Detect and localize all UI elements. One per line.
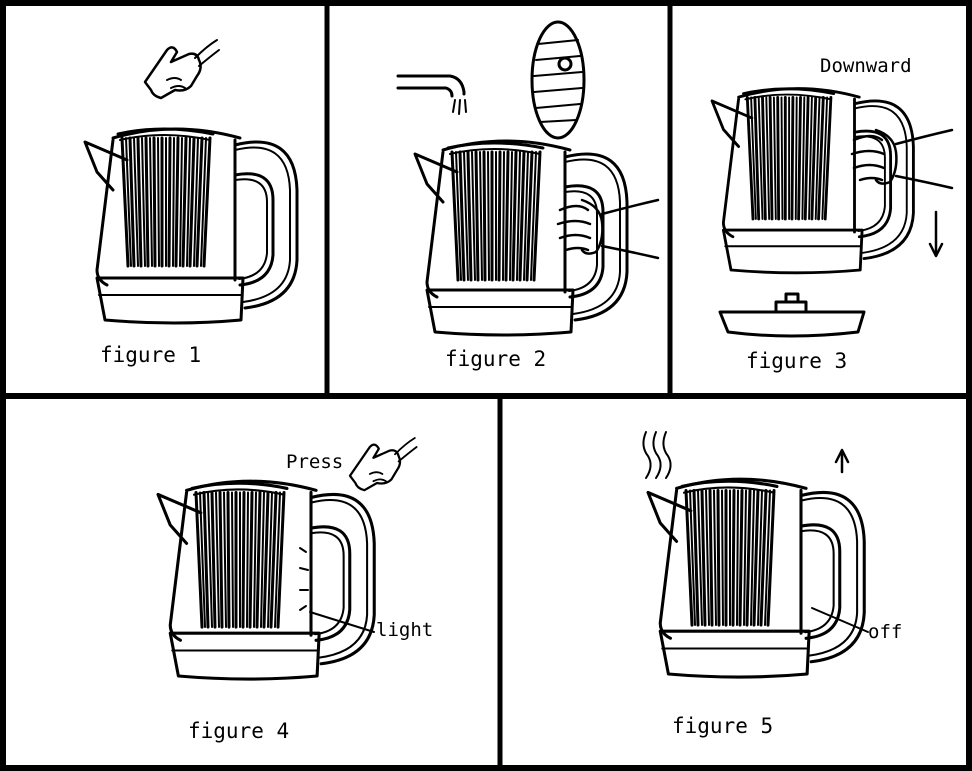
- light-label: light: [376, 619, 433, 641]
- water-window: [448, 143, 543, 280]
- panel-figure-2: figure 2: [398, 22, 658, 371]
- open-lid: [532, 22, 584, 138]
- water-window: [682, 481, 777, 625]
- panel-figure-5: off figure 5: [643, 432, 902, 738]
- water-window: [192, 483, 287, 627]
- press-label: Press: [286, 451, 343, 473]
- panel-figure-3: Downward figure 3: [712, 55, 952, 373]
- figure-1-caption: figure 1: [100, 343, 201, 367]
- arrow-down-icon: [930, 212, 942, 256]
- pointing-hand-icon: [350, 438, 417, 490]
- pointing-hand-icon: [145, 40, 219, 98]
- figure-3-caption: figure 3: [746, 349, 847, 373]
- arrow-up-icon: [836, 450, 848, 472]
- figure-5-caption: figure 5: [672, 714, 773, 738]
- water-tap-icon: [398, 76, 466, 114]
- downward-label: Downward: [820, 55, 912, 77]
- panel-figure-1: figure 1: [85, 40, 297, 367]
- figure-4-caption: figure 4: [188, 719, 289, 743]
- gripping-hand-icon: [852, 130, 952, 188]
- gripping-hand-icon: [558, 200, 658, 258]
- figure-2-caption: figure 2: [445, 347, 546, 371]
- off-label: off: [868, 621, 902, 643]
- water-window: [744, 89, 834, 219]
- water-window: [118, 129, 213, 266]
- kettle-base-icon: [720, 294, 864, 336]
- steam-icon: [643, 432, 670, 478]
- panel-figure-4: Press light figure 4: [158, 438, 433, 743]
